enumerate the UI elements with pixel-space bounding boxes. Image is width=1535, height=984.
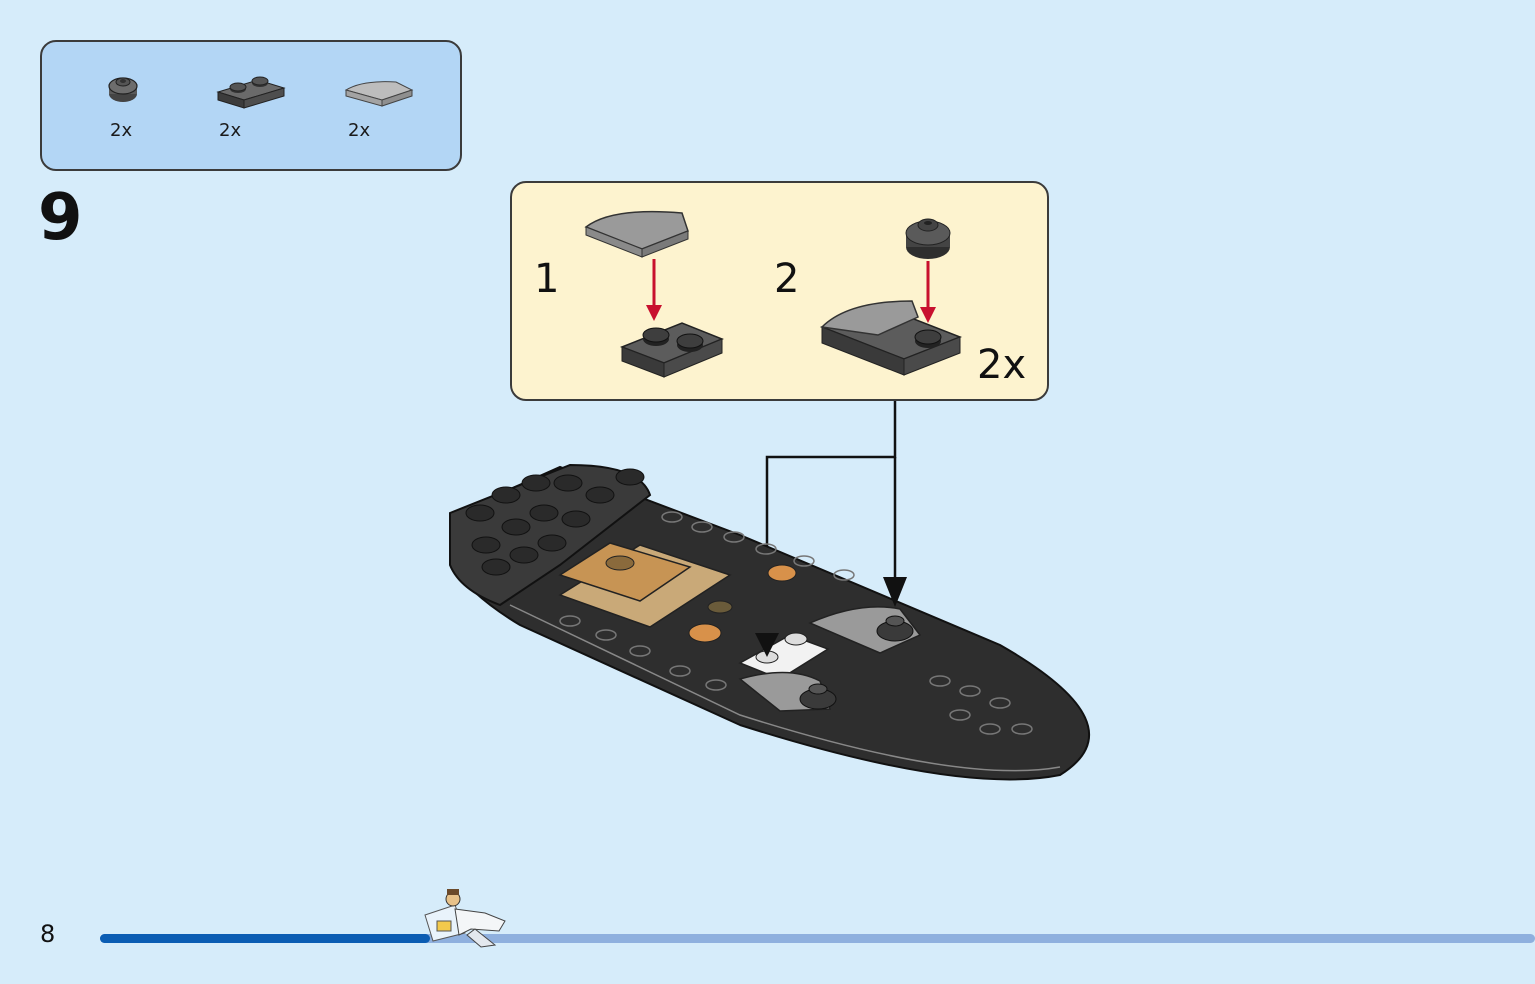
curved-slope-icon (344, 81, 414, 107)
plate-1x2-part: 2x (214, 70, 314, 150)
part-qty: 2x (348, 120, 371, 141)
sub-step-2-label: 2 (774, 256, 800, 302)
round-plate-icon (108, 77, 138, 102)
page-number: 8 (40, 920, 56, 948)
sub-step-2-illustration (819, 218, 963, 376)
part-qty: 2x (110, 120, 133, 141)
bow-studs (465, 468, 645, 576)
plate-1x2-icon (216, 76, 286, 109)
sub-step-1-illustration (584, 210, 724, 378)
progress-bar (100, 934, 1535, 943)
step-number: 9 (38, 181, 83, 255)
sub-step-1-label: 1 (534, 256, 560, 302)
part-qty: 2x (219, 120, 242, 141)
parts-list-panel: 2x 2x 2x (40, 40, 462, 171)
minifigure-progress-icon (424, 889, 506, 948)
progress-bar-fill (100, 934, 431, 943)
curved-slope-part: 2x (342, 70, 442, 150)
boat-model-illustration (449, 401, 1090, 781)
sub-assembly-panel: 1 2 2x (510, 181, 1049, 401)
round-plate-part: 2x (102, 70, 182, 150)
sub-assembly-multiplier: 2x (977, 342, 1027, 388)
